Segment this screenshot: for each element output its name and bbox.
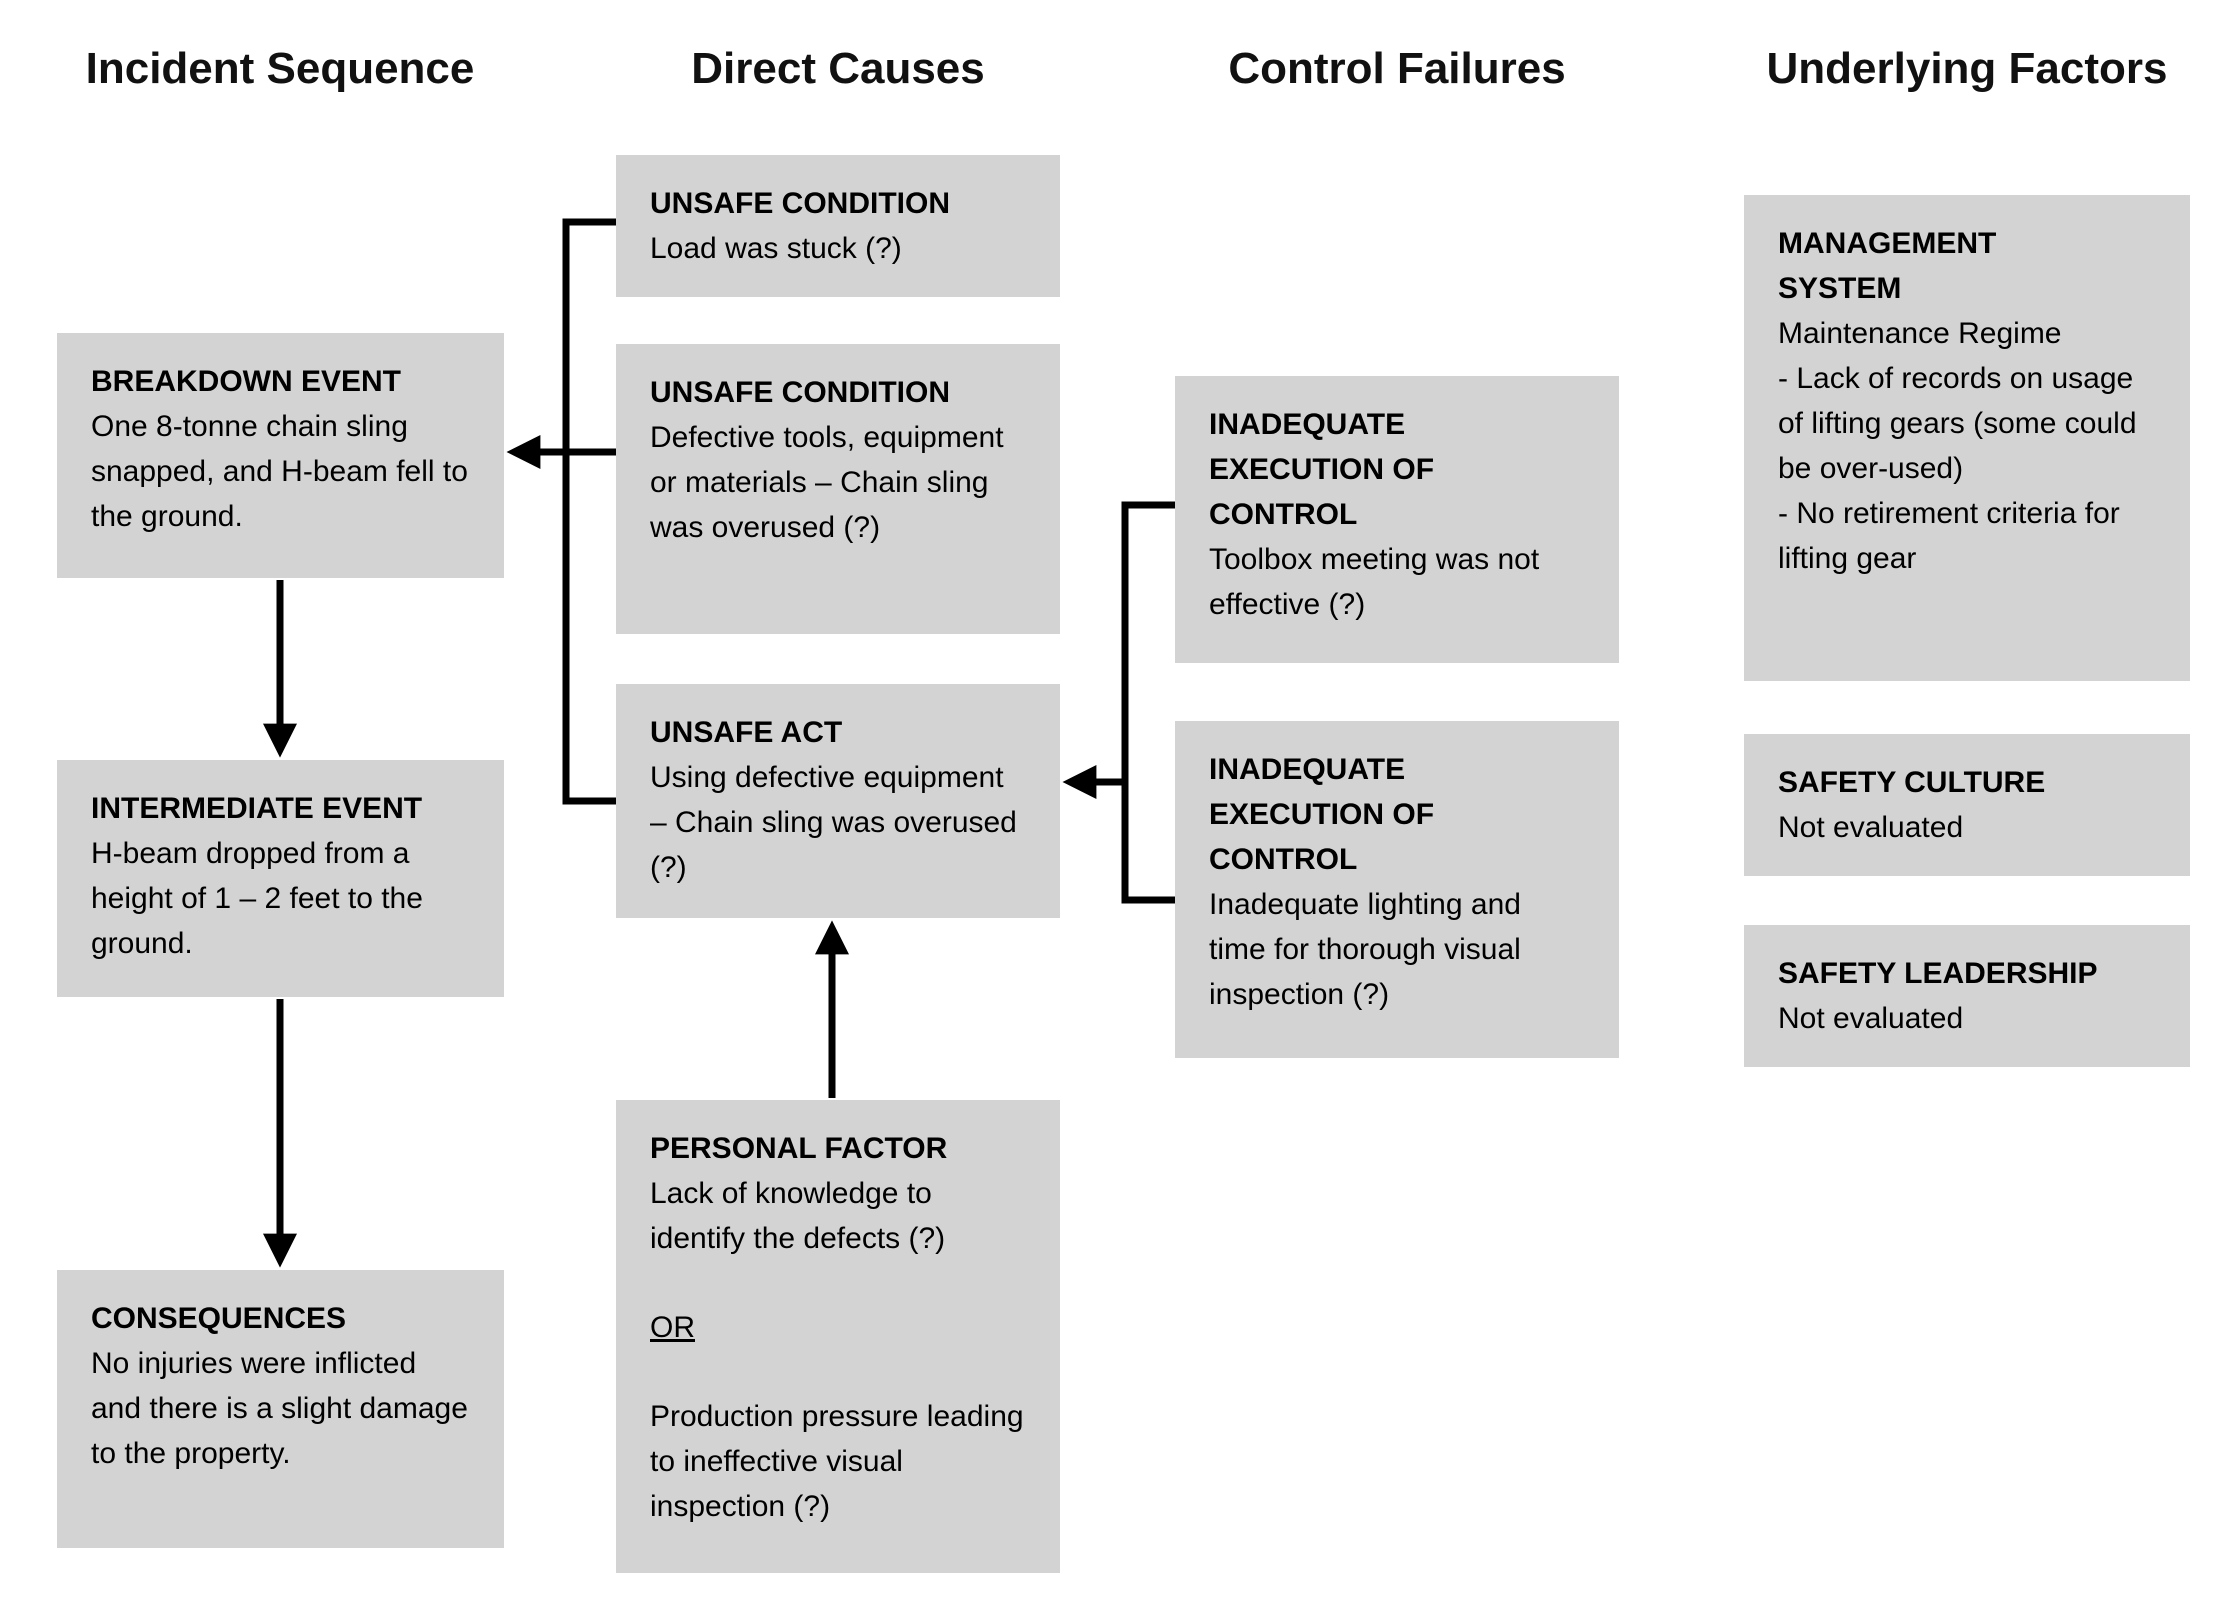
box-body: One 8-tonne chain sling snapped, and H-b… <box>91 410 468 533</box>
box-title: BREAKDOWN EVENT <box>91 365 402 398</box>
box-title: INADEQUATE EXECUTION OF CONTROL <box>1209 408 1435 531</box>
box-body: Using defective equipment – Chain sling … <box>650 761 1017 884</box>
management-system-box: MANAGEMENT SYSTEM Maintenance Regime - L… <box>1744 195 2190 681</box>
safety-culture-box: SAFETY CULTURE Not evaluated <box>1744 734 2190 876</box>
box-body: Inadequate lighting and time for thoroug… <box>1209 888 1521 1011</box>
box-title: SAFETY CULTURE <box>1778 766 2046 799</box>
unsafe-act-box: UNSAFE ACT Using defective equipment – C… <box>616 684 1060 918</box>
box-title: UNSAFE CONDITION <box>650 376 950 409</box>
safety-leadership-box: SAFETY LEADERSHIP Not evaluated <box>1744 925 2190 1067</box>
box-body: Not evaluated <box>1778 1002 1964 1035</box>
column-header-underlying-factors: Underlying Factors <box>1766 44 2168 93</box>
box-title: INTERMEDIATE EVENT <box>91 792 423 825</box>
personal-factor-box: PERSONAL FACTOR Lack of knowledge to ide… <box>616 1100 1060 1573</box>
box-title: CONSEQUENCES <box>91 1302 347 1335</box>
box-body: H-beam dropped from a height of 1 – 2 fe… <box>91 837 423 960</box>
consequences-box: CONSEQUENCES No injuries were inflicted … <box>57 1270 504 1548</box>
box-list-item: - No retirement criteria for lifting gea… <box>1778 497 2120 575</box>
column-header-incident-sequence: Incident Sequence <box>85 44 475 93</box>
box-title: UNSAFE CONDITION <box>650 187 950 220</box>
box-body-first: Lack of knowledge to identify the defect… <box>650 1177 946 1255</box>
box-list-item: - Lack of records on usage of lifting ge… <box>1778 362 2137 485</box>
inadequate-execution-lighting-box: INADEQUATE EXECUTION OF CONTROL Inadequa… <box>1175 721 1619 1058</box>
column-header-direct-causes: Direct Causes <box>691 44 985 93</box>
box-title: PERSONAL FACTOR <box>650 1132 948 1165</box>
unsafe-condition-defective-tools-box: UNSAFE CONDITION Defective tools, equipm… <box>616 344 1060 634</box>
unsafe-condition-load-stuck-box: UNSAFE CONDITION Load was stuck (?) <box>616 155 1060 297</box>
bracket-control-failures <box>1121 501 1175 904</box>
box-body: Toolbox meeting was not effective (?) <box>1209 543 1540 621</box>
column-header-control-failures: Control Failures <box>1228 44 1566 93</box>
box-body: Not evaluated <box>1778 811 1964 844</box>
box-title: INADEQUATE EXECUTION OF CONTROL <box>1209 753 1435 876</box>
box-title: SAFETY LEADERSHIP <box>1778 957 2098 990</box>
box-title: MANAGEMENT SYSTEM <box>1778 227 1997 305</box>
breakdown-event-box: BREAKDOWN EVENT One 8-tonne chain sling … <box>57 333 504 578</box>
box-body: Load was stuck (?) <box>650 232 902 265</box>
box-body: No injuries were inflicted and there is … <box>91 1347 468 1470</box>
box-title: UNSAFE ACT <box>650 716 843 749</box>
box-body: Defective tools, equipment or materials … <box>650 421 1004 544</box>
box-subtitle: Maintenance Regime <box>1778 317 2062 350</box>
bracket-direct-causes <box>562 218 616 805</box>
inadequate-execution-toolbox-box: INADEQUATE EXECUTION OF CONTROL Toolbox … <box>1175 376 1619 663</box>
box-body-second: Production pressure leading to ineffecti… <box>650 1400 1024 1523</box>
or-separator: OR <box>650 1311 695 1344</box>
intermediate-event-box: INTERMEDIATE EVENT H-beam dropped from a… <box>57 760 504 997</box>
